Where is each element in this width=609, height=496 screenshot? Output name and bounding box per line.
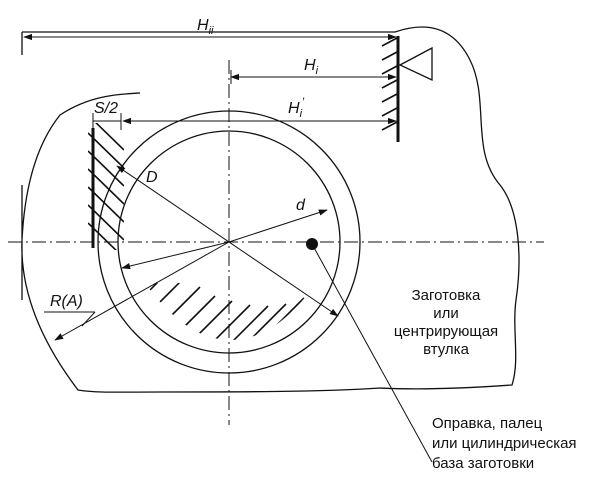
- r-a-slash: [81, 311, 96, 327]
- dim-small-d: [228, 209, 328, 243]
- label-h-i-prime: Hi′: [288, 96, 305, 120]
- outer-circle: [97, 110, 361, 374]
- svg-text:центрирующая: центрирующая: [394, 323, 498, 340]
- datum-triangle: [398, 46, 433, 82]
- label-r-a: R(A): [50, 293, 83, 310]
- dim-big-d: [116, 165, 339, 317]
- dim-r-a: [54, 241, 230, 341]
- svg-text:Заготовка: Заготовка: [412, 287, 481, 304]
- label-big-d: D: [146, 169, 158, 186]
- mandrel-note: Оправка, палец или цилиндрическая база з…: [432, 415, 577, 472]
- label-h-ii: Hii: [197, 17, 214, 37]
- svg-text:или цилиндрическая: или цилиндрическая: [432, 435, 577, 452]
- dim-small-d-left: [121, 241, 230, 270]
- label-h-i: Hi: [304, 57, 319, 77]
- svg-text:Оправка, палец: Оправка, палец: [432, 415, 543, 432]
- svg-text:база заготовки: база заготовки: [432, 455, 534, 472]
- svg-text:или: или: [433, 305, 459, 322]
- mandrel-leader: [311, 243, 433, 463]
- label-s-half: S/2: [94, 100, 118, 117]
- workpiece-note: Заготовка или центрирующая втулка: [394, 287, 498, 358]
- svg-text:втулка: втулка: [423, 341, 469, 358]
- right-base-hatching: [381, 37, 398, 131]
- label-small-d: d: [296, 197, 306, 214]
